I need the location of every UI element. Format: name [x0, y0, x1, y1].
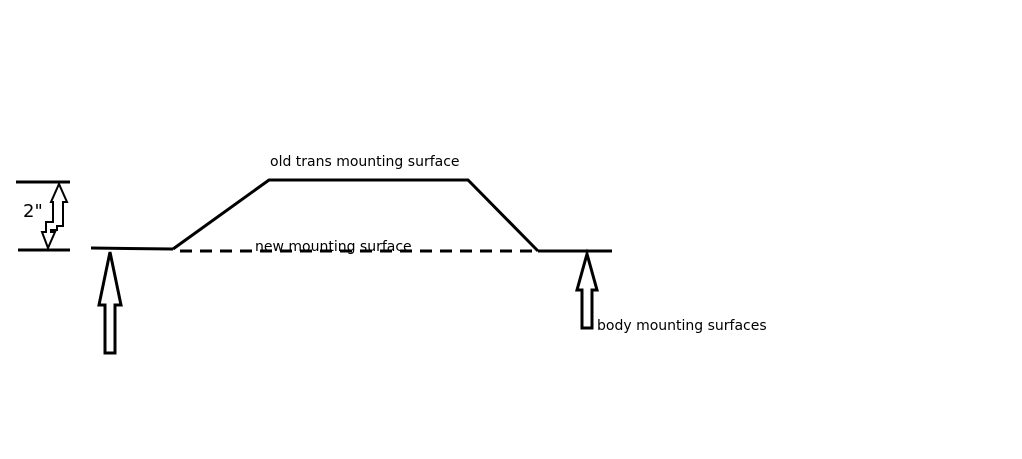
body-surfaces-label: body mounting surfaces: [597, 318, 767, 334]
old-trans-mount-line: [172, 178, 540, 253]
dimension-arrow-icon: [40, 181, 69, 251]
left-up-arrow-icon: [97, 251, 123, 355]
dimension-label: 2": [23, 201, 43, 222]
old-surface-label: old trans mounting surface: [270, 154, 460, 170]
new-surface-label: new mounting surface: [255, 239, 412, 255]
left-body-surface-line: [90, 246, 174, 251]
right-up-arrow-icon: [575, 248, 599, 330]
